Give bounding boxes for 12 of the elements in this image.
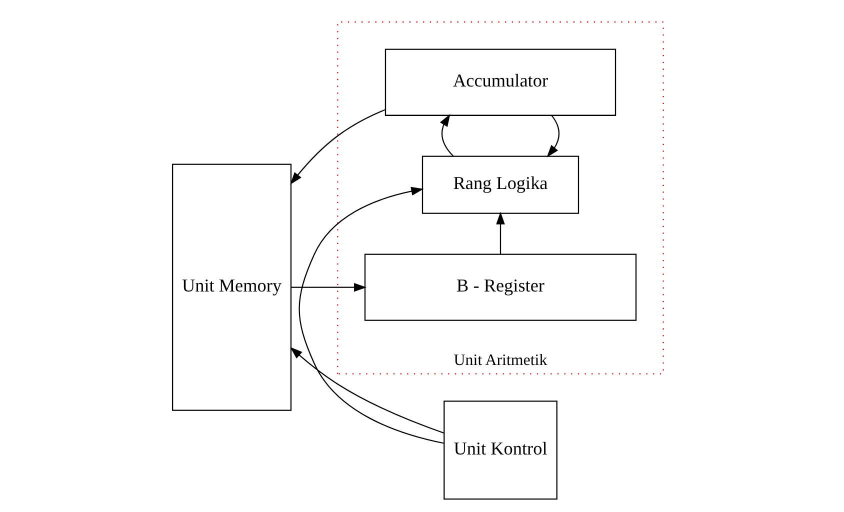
node-box: Unit Memory <box>171 164 292 411</box>
node-box: Accumulator <box>384 48 616 116</box>
node-box: Unit Kontrol <box>443 400 557 500</box>
arrow <box>298 186 444 444</box>
node-box: Rang Logika <box>421 156 579 214</box>
arrow <box>496 212 504 254</box>
node-box: B - Register <box>364 254 636 321</box>
arrow <box>439 114 454 156</box>
arrow <box>290 346 444 434</box>
arrow <box>290 282 366 292</box>
arrow <box>290 109 385 185</box>
arrow <box>546 115 560 158</box>
